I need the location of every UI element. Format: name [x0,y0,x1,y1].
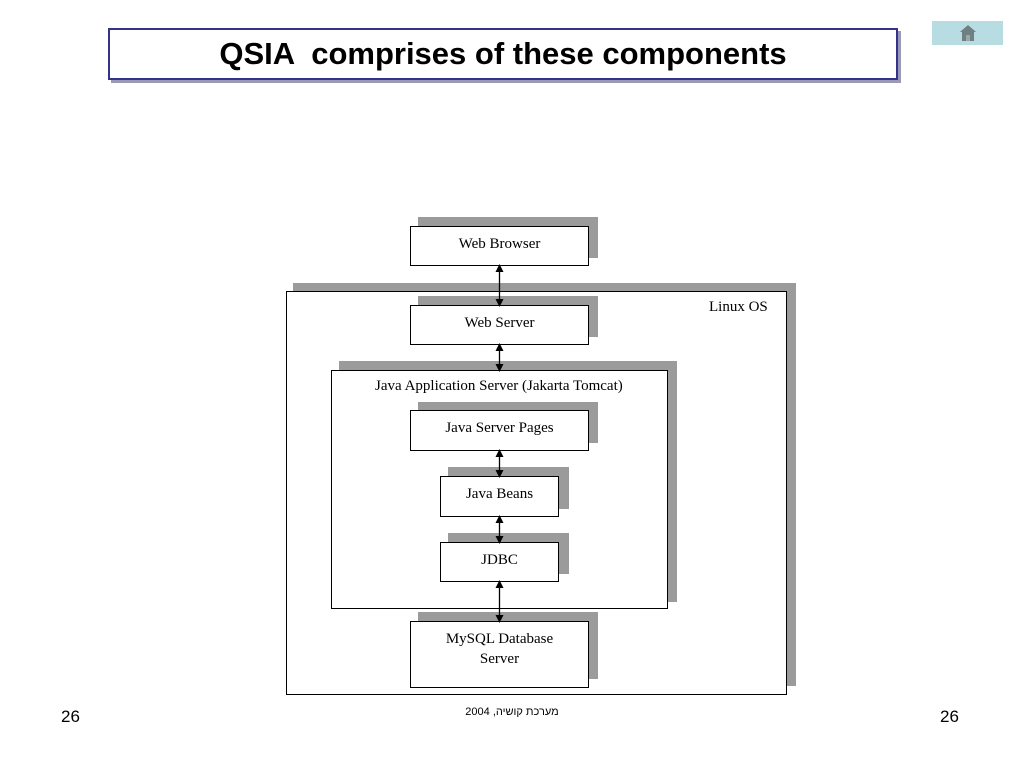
title-box: QSIA comprises of these components [108,28,898,80]
mysql-box: MySQL Database Server [410,621,589,688]
jdbc-label: JDBC [481,552,518,568]
linux-os-label: Linux OS [709,299,768,315]
page-number-left: 26 [61,707,80,726]
web-browser-box: Web Browser [410,226,589,266]
web-browser-label: Web Browser [458,236,541,252]
page-title: QSIA comprises of these components [219,36,787,71]
web-server-box: Web Server [410,305,589,345]
tomcat-label: Java Application Server (Jakarta Tomcat) [375,378,623,394]
jsp-box: Java Server Pages [410,410,589,451]
page-number-right: 26 [940,707,959,726]
jdbc-box: JDBC [440,542,559,582]
jsp-label: Java Server Pages [445,420,554,436]
java-beans-label: Java Beans [465,486,534,502]
mysql-label: MySQL Database Server [445,631,554,667]
home-icon [959,25,976,41]
java-beans-box: Java Beans [440,476,559,517]
home-button[interactable] [932,21,1003,45]
footer-text: מערכת קושיה, 2004 [465,706,559,718]
web-server-label: Web Server [464,315,535,331]
